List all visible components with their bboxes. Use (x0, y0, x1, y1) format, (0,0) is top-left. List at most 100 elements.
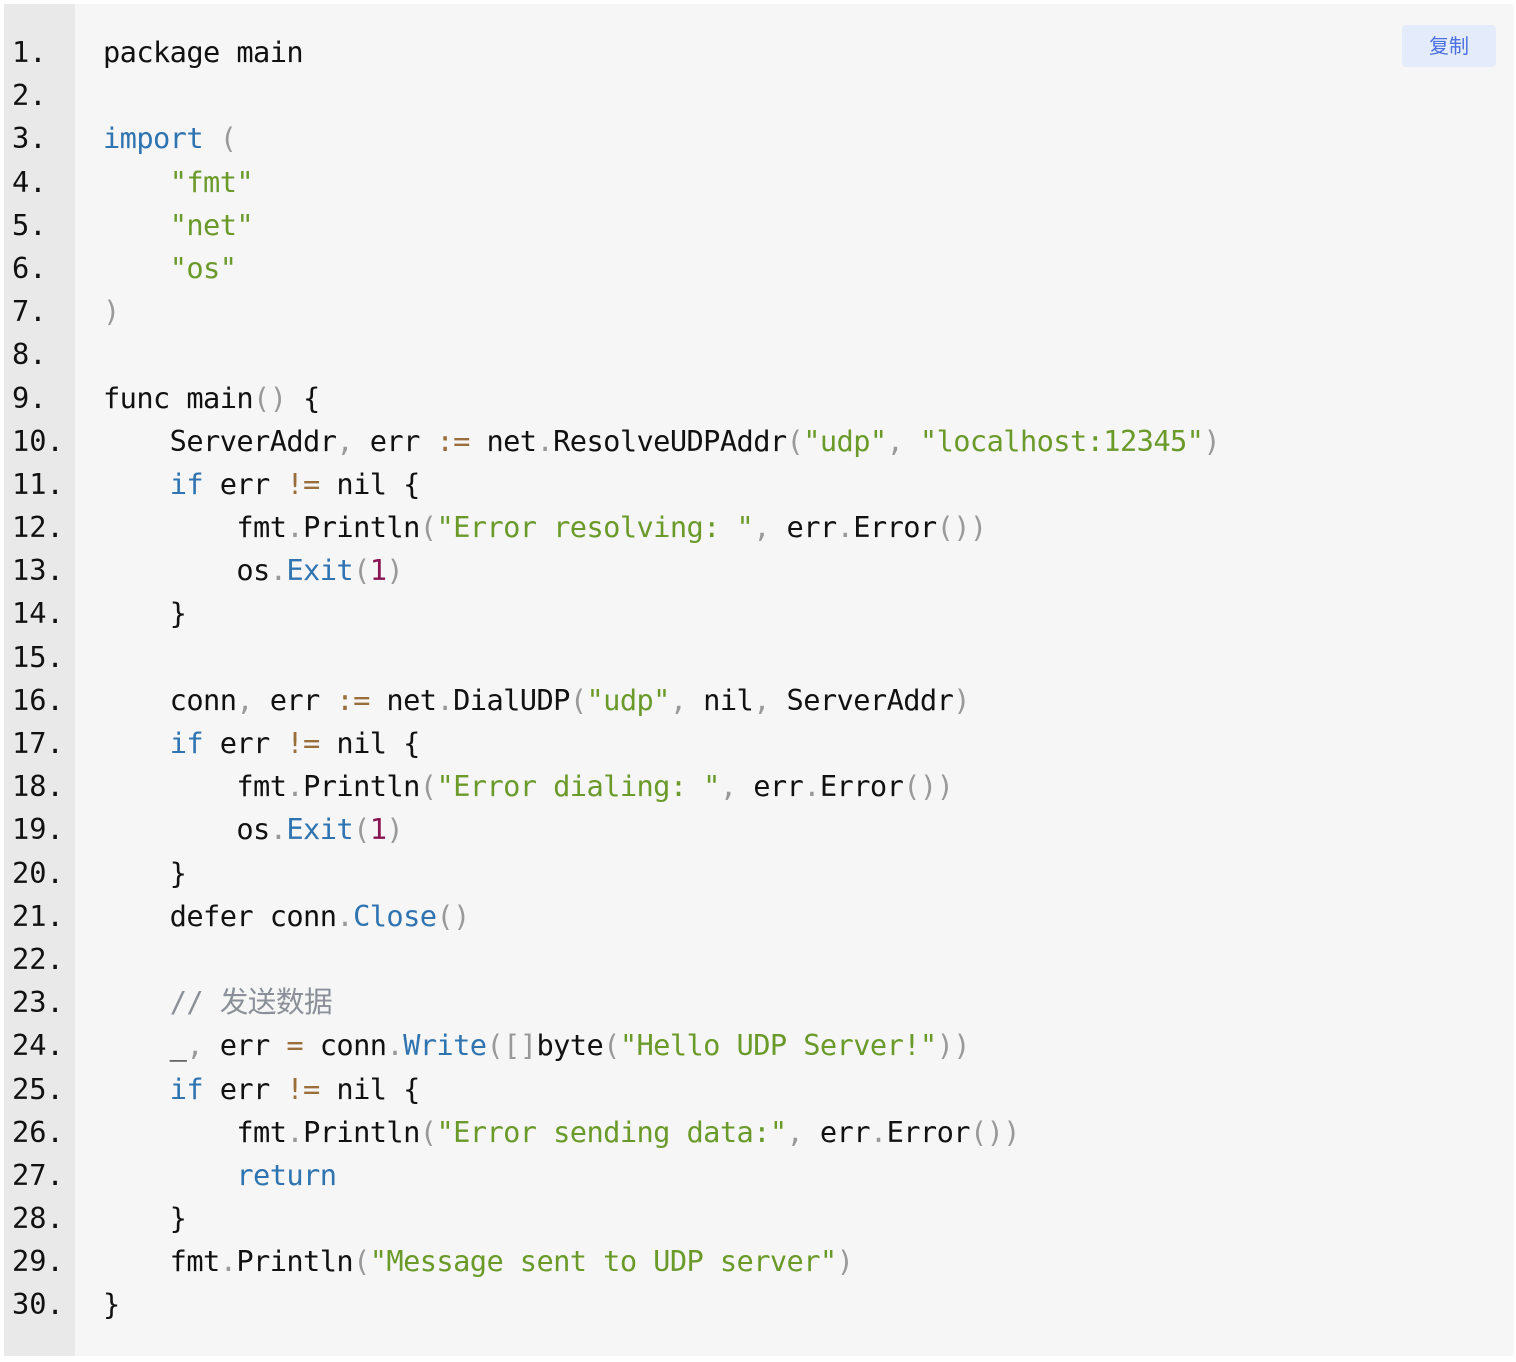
code-token: err (203, 1071, 287, 1106)
code-token: err (353, 423, 437, 458)
code-token: err (203, 466, 287, 501)
code-line: 7.) (4, 290, 1514, 333)
code-token: Close (353, 898, 437, 933)
code-token (103, 1072, 170, 1106)
code-text: } (103, 852, 187, 895)
line-number: 30. (12, 1287, 64, 1322)
code-line: 14. } (4, 592, 1514, 635)
code-text: ServerAddr, err := net.ResolveUDPAddr("u… (103, 420, 1221, 463)
code-text: "os" (103, 247, 237, 290)
code-line: 12. fmt.Println("Error resolving: ", err… (4, 506, 1514, 549)
line-number: 16. (12, 682, 64, 717)
code-text: conn, err := net.DialUDP("udp", nil, Ser… (103, 679, 971, 722)
code-token: Exit (286, 553, 354, 588)
code-text: return (103, 1154, 337, 1197)
code-text: _, err = conn.Write([]byte("Hello UDP Se… (103, 1024, 971, 1067)
line-number: 24. (12, 1028, 64, 1063)
code-token: . (286, 1114, 304, 1149)
code-text: fmt.Println("Error sending data:", err.E… (103, 1111, 1020, 1154)
code-token: . (286, 769, 304, 804)
code-text: } (103, 592, 187, 635)
code-text: } (103, 1283, 120, 1326)
code-token: fmt (103, 1244, 221, 1279)
code-token: Error (819, 769, 904, 804)
code-token: . (269, 553, 287, 588)
code-token: fmt (103, 510, 287, 545)
code-line: 13. os.Exit(1) (4, 549, 1514, 592)
code-token: ) (386, 812, 404, 847)
code-token: ()) (903, 769, 954, 804)
code-line: 10. ServerAddr, err := net.ResolveUDPAdd… (4, 420, 1514, 463)
code-token: ) (103, 294, 120, 329)
code-token: nil { (319, 726, 420, 760)
line-number: 28. (12, 1201, 64, 1236)
line-number: 4. (12, 164, 47, 199)
code-text: ) (103, 290, 120, 333)
code-token: err (203, 726, 287, 760)
code-token: 1 (369, 812, 387, 847)
code-line: 22. (4, 938, 1514, 981)
code-text: fmt.Println("Error resolving: ", err.Err… (103, 506, 987, 549)
code-token: "Hello UDP Server!" (619, 1028, 937, 1063)
code-token: Write (403, 1028, 487, 1063)
code-text: // 发送数据 (103, 981, 333, 1024)
code-token: ) (386, 553, 404, 588)
code-line: 27. return (4, 1154, 1514, 1197)
line-number: 19. (12, 812, 64, 847)
code-token: . (386, 1028, 404, 1063)
code-token: Error (853, 510, 937, 545)
code-token: if (169, 1071, 204, 1106)
code-token: nil (686, 682, 754, 717)
code-token: , (236, 682, 254, 717)
code-token (103, 985, 170, 1019)
code-line: 16. conn, err := net.DialUDP("udp", nil,… (4, 679, 1514, 722)
copy-button[interactable]: 复制 (1402, 25, 1496, 67)
code-token: ) (953, 682, 970, 717)
code-token: := (436, 423, 470, 458)
line-number: 9. (12, 380, 47, 415)
code-token: "Message sent to UDP server" (369, 1244, 837, 1279)
code-line: 4. "fmt" (4, 161, 1514, 204)
code-token: "Error dialing: " (436, 769, 720, 804)
code-token: nil { (319, 466, 420, 501)
code-token: 1 (369, 553, 387, 588)
code-token (103, 165, 170, 199)
code-token: . (219, 1244, 237, 1279)
line-number: 11. (12, 466, 64, 501)
code-token: { (286, 380, 320, 415)
line-number: 27. (12, 1157, 64, 1192)
line-number-gutter (4, 4, 75, 1356)
code-text: fmt.Println("Error dialing: ", err.Error… (103, 765, 954, 808)
code-token: err (203, 1028, 287, 1063)
code-token: defer conn (103, 898, 337, 933)
line-number: 25. (12, 1071, 64, 1106)
code-line: 5. "net" (4, 204, 1514, 247)
code-token: () (253, 380, 287, 415)
code-line: 6. "os" (4, 247, 1514, 290)
code-line: 19. os.Exit(1) (4, 808, 1514, 851)
code-token: ( (219, 121, 237, 156)
code-token: ( (569, 682, 587, 717)
code-token (103, 251, 170, 285)
code-text: if err != nil { (103, 1068, 421, 1111)
code-token: . (536, 423, 554, 458)
code-token: // 发送数据 (169, 985, 333, 1020)
code-token: ( (603, 1028, 620, 1063)
code-token: ()) (969, 1114, 1021, 1149)
code-token: ( (486, 1028, 504, 1063)
code-token: != (286, 1071, 320, 1106)
code-line: 17. if err != nil { (4, 722, 1514, 765)
line-number: 22. (12, 941, 64, 976)
code-token (103, 726, 170, 760)
code-token: , (719, 769, 737, 804)
code-token: } (103, 1201, 187, 1236)
line-number: 20. (12, 855, 64, 890)
code-line: 30.} (4, 1283, 1514, 1326)
code-line: 3.import ( (4, 117, 1514, 160)
line-number: 7. (12, 294, 47, 329)
code-token: import (103, 121, 204, 156)
line-number: 2. (12, 78, 47, 113)
code-token: ( (419, 769, 437, 804)
